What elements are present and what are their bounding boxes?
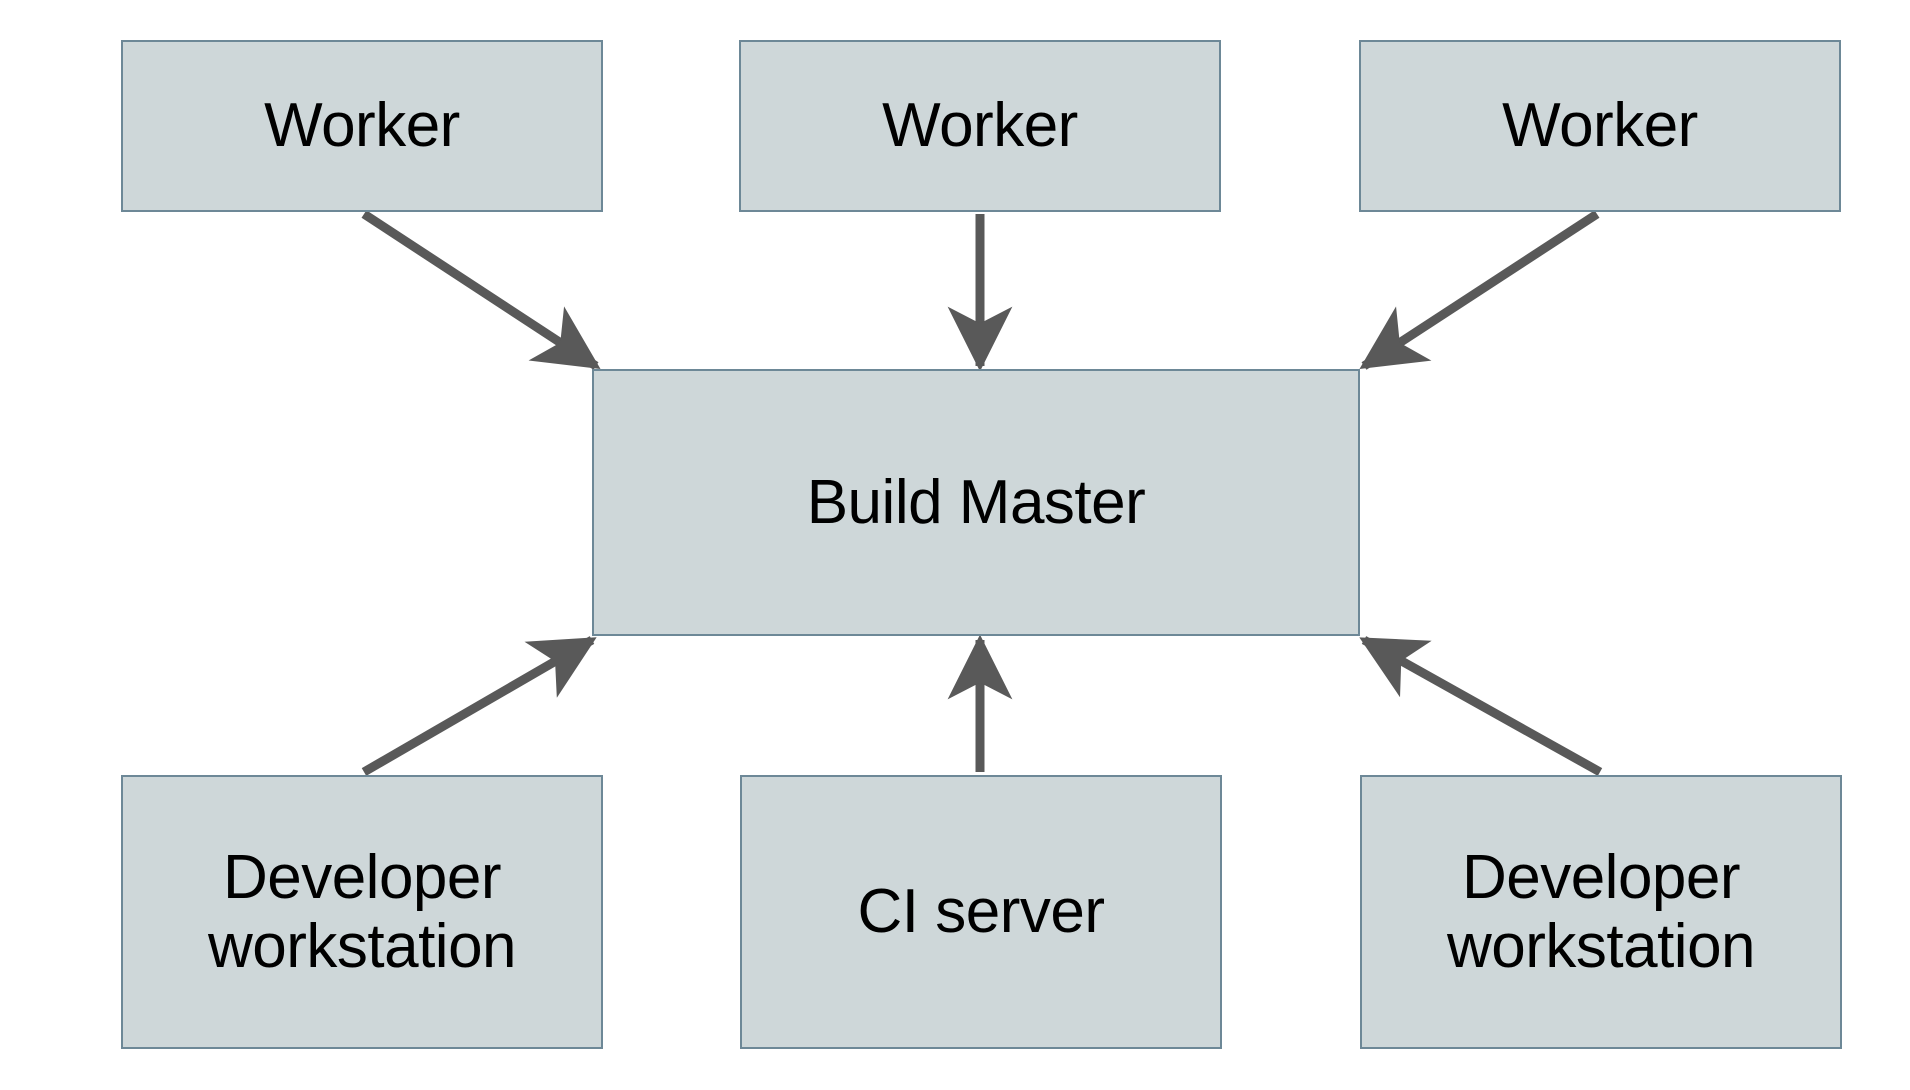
node-developer-workstation-right[interactable]: Developer workstation <box>1360 775 1842 1049</box>
node-ci-server[interactable]: CI server <box>740 775 1222 1049</box>
node-label: Worker <box>1502 91 1698 161</box>
edge-devws-left-to-master <box>361 636 597 776</box>
node-label: Developer workstation <box>1446 842 1756 981</box>
node-label: Worker <box>882 91 1078 161</box>
node-label: Build Master <box>806 467 1146 537</box>
node-developer-workstation-left[interactable]: Developer workstation <box>121 775 603 1049</box>
node-build-master[interactable]: Build Master <box>592 369 1360 636</box>
edge-worker-right-to-master <box>1359 210 1600 370</box>
edge-devws-right-to-master <box>1359 636 1603 776</box>
edge-worker-left-to-master <box>361 210 601 370</box>
node-worker-top-left[interactable]: Worker <box>121 40 603 212</box>
node-label: Developer workstation <box>207 842 517 981</box>
node-worker-top-center[interactable]: Worker <box>739 40 1221 212</box>
node-label: CI server <box>857 877 1105 947</box>
node-label: Worker <box>264 91 460 161</box>
node-worker-top-right[interactable]: Worker <box>1359 40 1841 212</box>
